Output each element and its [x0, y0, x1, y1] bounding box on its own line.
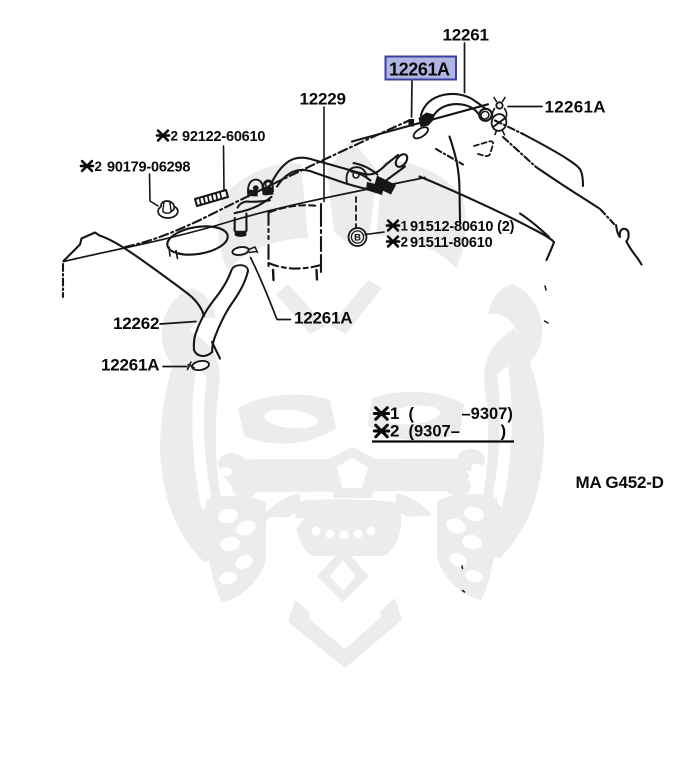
svg-text:B: B	[354, 233, 361, 244]
svg-text:2: 2	[390, 422, 399, 441]
svg-text:2: 2	[401, 235, 409, 250]
svg-text:12229: 12229	[300, 90, 346, 109]
svg-text:12261A: 12261A	[389, 60, 450, 80]
svg-text:MA G452-D: MA G452-D	[576, 473, 664, 492]
svg-text:–9307): –9307)	[462, 405, 513, 423]
svg-text:12261A: 12261A	[545, 98, 606, 117]
svg-text:(: (	[409, 405, 415, 423]
svg-text:12262: 12262	[113, 314, 159, 333]
svg-text:2: 2	[95, 159, 103, 174]
svg-text:(9307–: (9307–	[409, 423, 460, 441]
svg-text:90179-06298: 90179-06298	[107, 159, 190, 175]
svg-text:1: 1	[401, 219, 409, 234]
svg-text:91511-80610: 91511-80610	[410, 235, 493, 251]
svg-text:12261: 12261	[443, 26, 489, 45]
svg-text:12261A: 12261A	[101, 356, 159, 375]
svg-text:12261A: 12261A	[294, 309, 352, 328]
svg-text:2: 2	[171, 129, 179, 144]
svg-text:91512-80610 (2): 91512-80610 (2)	[410, 219, 515, 235]
svg-text:92122-60610: 92122-60610	[182, 129, 265, 145]
svg-text:): )	[501, 422, 507, 441]
svg-text:1: 1	[390, 404, 399, 423]
